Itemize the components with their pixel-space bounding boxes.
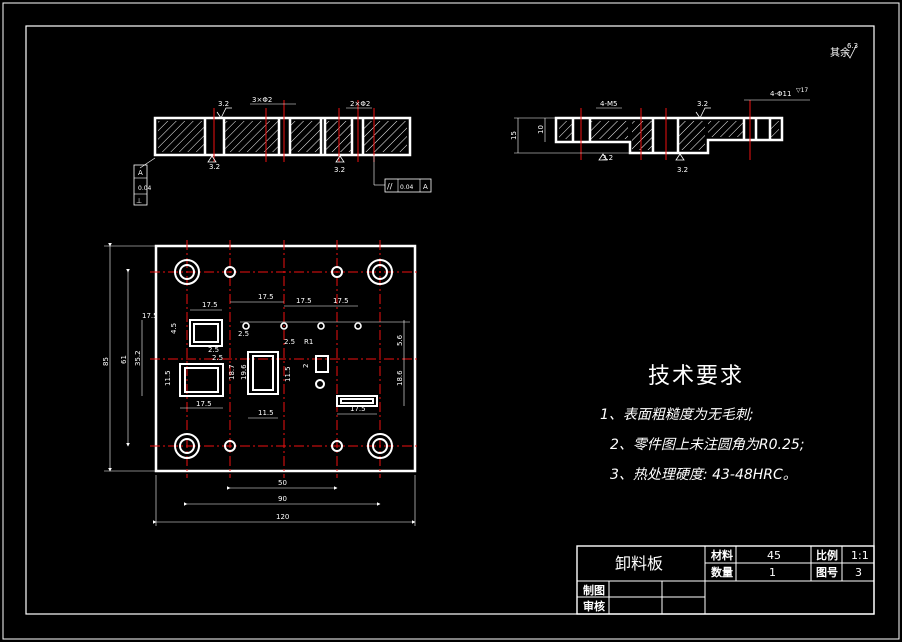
title-block-frame <box>576 545 875 615</box>
roughness-value: 3.2 <box>218 100 229 108</box>
dimension: 120 <box>276 513 289 521</box>
dimension: 17.5 <box>258 293 274 301</box>
hole-note: 3×Φ2 <box>252 96 272 104</box>
dimension: 61 <box>120 355 128 364</box>
dimension: R1 <box>304 338 313 346</box>
datum-label: A <box>138 169 143 177</box>
dimension: 19.6 <box>240 364 248 380</box>
drawing-no-label: 图号 <box>816 566 838 579</box>
roughness-value: 3.2 <box>334 166 345 174</box>
dimension: 17.5 <box>202 301 218 309</box>
section-view-side: 4-M5 4-Φ11 ▽17 3.2 3.2 3.2 15 10 <box>510 87 810 174</box>
perpendicular-icon: ⊥ <box>136 197 142 205</box>
datum-label: A <box>423 183 428 191</box>
dimension: 17.5 <box>296 297 312 305</box>
qty-value: 1 <box>769 566 776 579</box>
dimension: 2.5 <box>208 346 219 354</box>
scale-label: 比例 <box>816 549 838 562</box>
dimension: 11.5 <box>284 366 292 382</box>
drawing-no-value: 3 <box>855 566 862 579</box>
roughness-value: 6.3 <box>847 42 858 50</box>
general-roughness-note: 其余 6.3 <box>830 42 858 59</box>
dimension: 35.2 <box>134 350 142 366</box>
title-block: 卸料板 材料 45 比例 1:1 数量 1 图号 3 制图 审核 <box>577 546 873 614</box>
technical-requirements: 技术要求 1、表面粗糙度为无毛刺; 2、零件图上未注圆角为R0.25; 3、热处… <box>600 358 805 494</box>
dimension: 5.6 <box>396 334 404 346</box>
dimension: 4.5 <box>170 323 178 334</box>
material-value: 45 <box>767 549 781 562</box>
dimension: 17.5 <box>196 400 212 408</box>
dimension: 18.7 <box>228 364 236 380</box>
roughness-value: 3.2 <box>697 100 708 108</box>
tech-req-title: 技术要求 <box>648 364 745 389</box>
roughness-value: 3.2 <box>677 166 688 174</box>
checked-label: 审核 <box>583 600 605 613</box>
tolerance-value: 0.04 <box>400 184 414 191</box>
part-name: 卸料板 <box>615 554 664 573</box>
drawn-label: 制图 <box>583 584 605 597</box>
dimension: 2.5 <box>284 338 295 346</box>
roughness-value: 3.2 <box>602 154 613 162</box>
material-label: 材料 <box>711 549 733 562</box>
dimension: 2.5 <box>238 330 249 338</box>
hole-note: 4-Φ11 <box>770 90 791 98</box>
inner-frame <box>25 25 875 615</box>
roughness-label: 其余 <box>830 46 850 59</box>
parallel-icon: // <box>387 182 393 191</box>
thread-note: 4-M5 <box>600 100 617 108</box>
dimension: 2 <box>302 364 310 368</box>
dimension: 10 <box>537 125 545 134</box>
hole-note: 2×Φ2 <box>350 100 370 108</box>
plan-view: 50 90 120 85 61 35.2 17.5 17.5 17.5 17.5… <box>102 240 420 526</box>
hole-depth-note: ▽17 <box>796 87 808 94</box>
roughness-symbol-icon <box>845 45 857 59</box>
dimension: 85 <box>102 357 110 366</box>
dimension: 15 <box>510 131 518 140</box>
roughness-value: 3.2 <box>209 163 220 171</box>
tech-req-item: 2、零件图上未注圆角为R0.25; <box>610 437 805 453</box>
tech-req-item: 1、表面粗糙度为无毛刺; <box>600 407 754 423</box>
dimension: 11.5 <box>258 409 274 417</box>
scale-value: 1:1 <box>851 549 869 562</box>
tolerance-value: 0.04 <box>138 185 152 192</box>
dimension: 11.5 <box>164 370 172 386</box>
section-view-front: 3.2 3.2 3.2 3×Φ2 2×Φ2 A 0.04 ⊥ // 0.04 A <box>133 96 432 206</box>
dimension: 17.5 <box>350 405 366 413</box>
dimension: 90 <box>278 495 287 503</box>
dimension: 17.5 <box>142 312 158 320</box>
dimension: 2.5 <box>212 354 223 362</box>
dimension: 17.5 <box>333 297 349 305</box>
qty-label: 数量 <box>711 566 733 579</box>
dimension: 18.6 <box>396 370 404 386</box>
tech-req-item: 3、热处理硬度: 43-48HRC。 <box>610 467 797 483</box>
dimension: 50 <box>278 479 287 487</box>
